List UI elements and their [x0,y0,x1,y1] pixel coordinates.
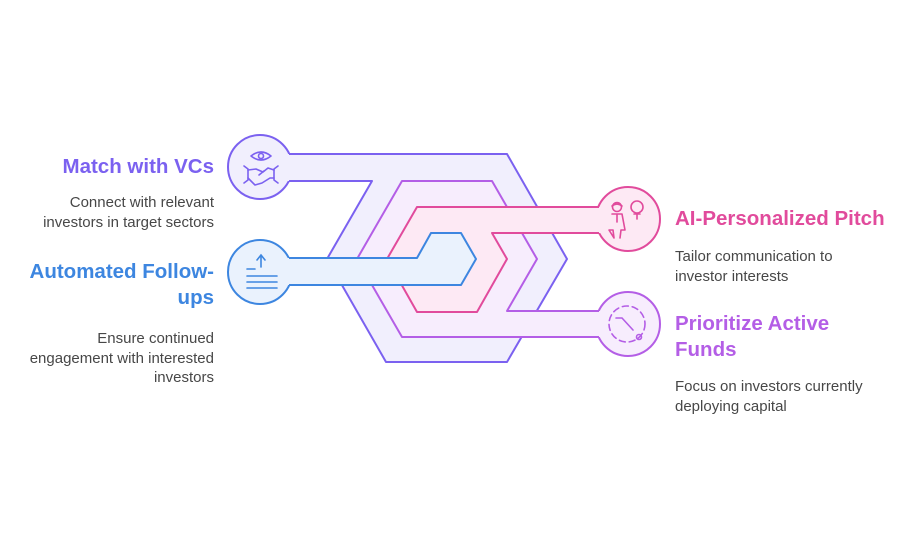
funds-title-line: Funds [675,338,737,361]
pitch-description-line: Tailor communication to [675,248,833,265]
upload-lines-icon [246,253,278,289]
dashed-clock-icon [608,305,646,343]
pitch-title: AI-Personalized Pitch [675,207,885,230]
vcs-title: Match with VCs [62,155,215,178]
funds-description: Focus on investors currently deploying c… [675,377,863,416]
followups-description-line: Ensure continued [97,330,214,347]
vcs-description-line: investors in target sectors [43,213,214,231]
followups-description-line: investors [153,369,214,386]
vcs-description: Connect with relevant investors in targe… [43,193,214,232]
followups-title: Automated Follow- ups [30,259,214,311]
vcs-description-line: Connect with relevant [69,194,214,211]
followups-description: Ensure continued engagement with interes… [30,329,214,388]
followups-title-line: ups [177,286,214,309]
followups-title-line: Automated Follow- [29,260,214,283]
pitch-description: Tailor communication to investor interes… [675,247,833,286]
funds-description-line: deploying capital [675,397,787,415]
funds-description-line: Focus on investors currently [675,378,863,395]
person-lightbulb-icon [608,200,644,239]
funds-title: Prioritize Active Funds [675,311,829,363]
pitch-description-line: investor interests [675,267,789,285]
eye-handshake-icon [243,151,279,186]
funds-title-line: Prioritize Active [675,312,830,335]
followups-description-line: engagement with interested [29,349,214,367]
